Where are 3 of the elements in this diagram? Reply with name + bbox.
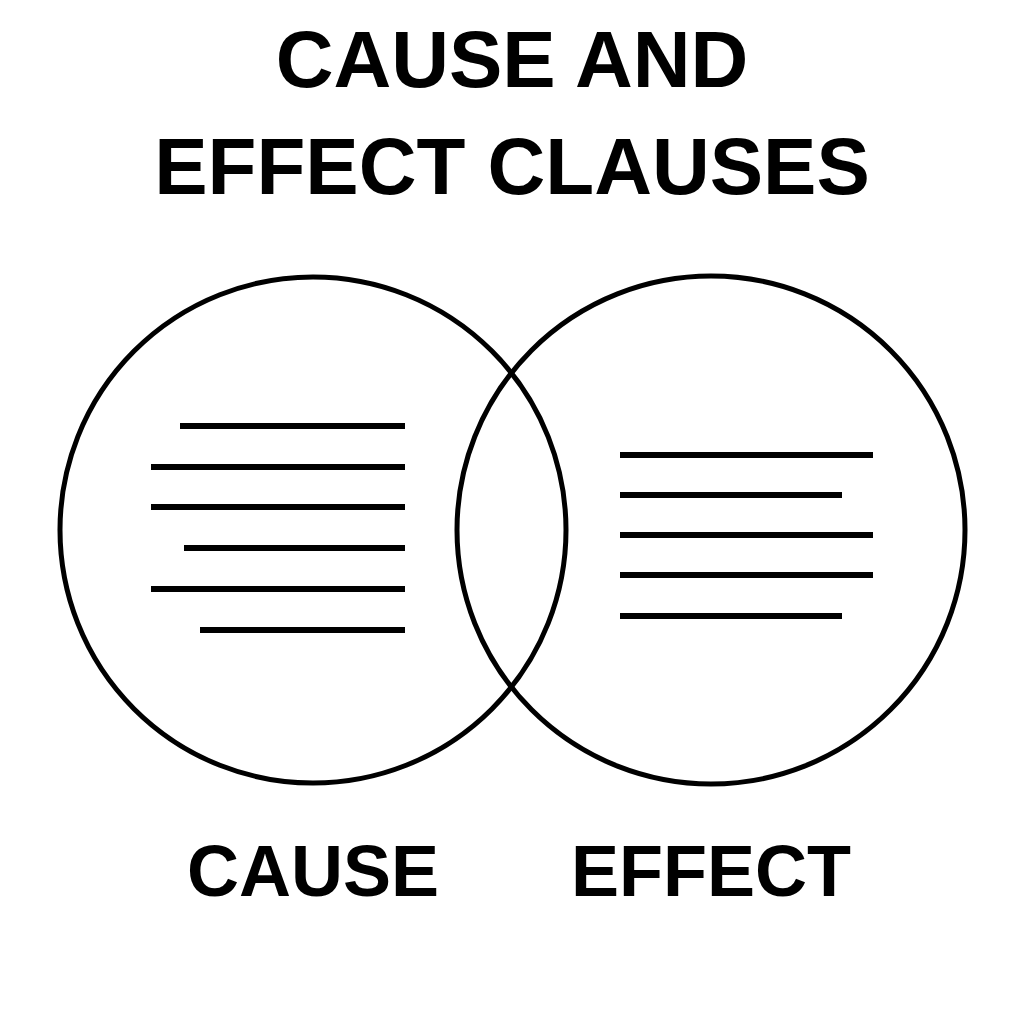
circle-label: CAUSE xyxy=(187,835,439,907)
diagram-title: CAUSE AND EFFECT CLAUSES xyxy=(153,14,871,213)
circle-label: EFFECT xyxy=(571,835,851,907)
